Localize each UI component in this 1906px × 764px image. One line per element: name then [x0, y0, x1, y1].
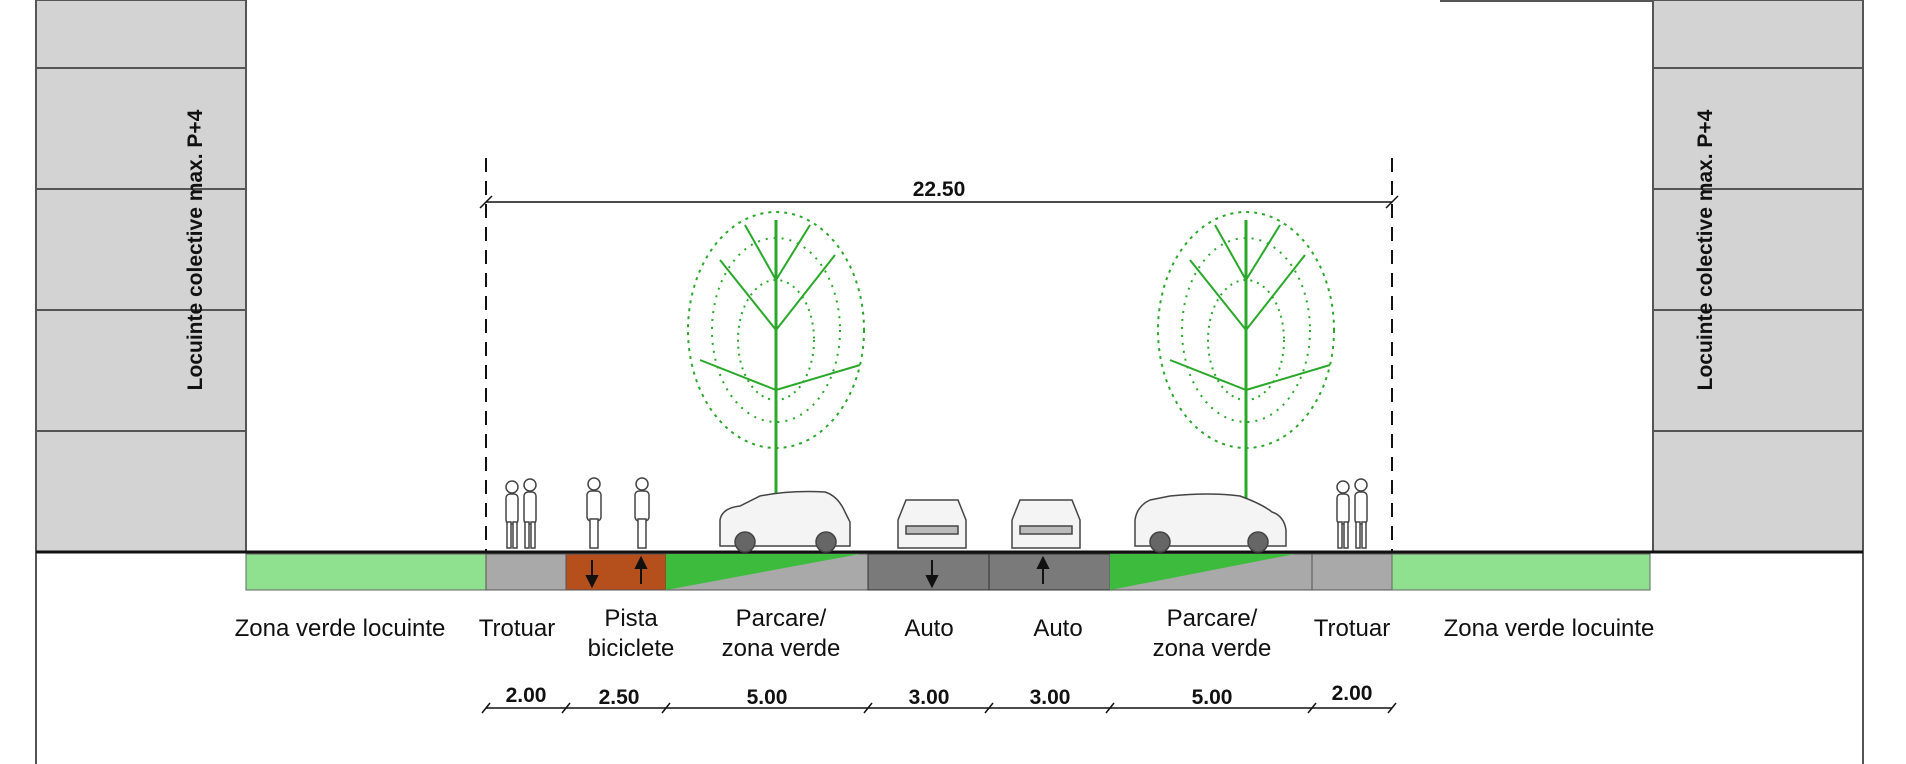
car-side-icon — [719, 490, 851, 553]
label-parking-right-1: Parcare/ — [1167, 605, 1258, 632]
pedestrians-icon — [505, 478, 537, 549]
dim-sidewalk-right: 2.00 — [1332, 682, 1373, 705]
label-parking-right-2: zona verde — [1153, 635, 1272, 662]
dim-bike-lane: 2.50 — [599, 686, 640, 709]
label-parking-left-1: Parcare/ — [736, 605, 827, 632]
car-arrow-up-icon — [1036, 555, 1050, 584]
label-car-lane-1: Auto — [904, 615, 953, 642]
label-bike-lane-1: Pista — [604, 605, 658, 632]
car-arrow-down-icon — [925, 560, 939, 589]
label-green-right: Zona verde locuinte — [1444, 615, 1655, 642]
car-side-icon — [1134, 493, 1287, 553]
dim-sidewalk-left: 2.00 — [506, 684, 547, 707]
direction-arrows — [585, 555, 1050, 589]
sidewalk-strip-right — [1311, 553, 1393, 591]
parking-green-right — [1110, 554, 1295, 590]
car-front-icon — [897, 499, 967, 549]
left-building: Locuinte colective max. P+4 — [35, 0, 247, 553]
pedestrians-icon — [1336, 478, 1368, 549]
sidewalk-strip-left — [485, 553, 567, 591]
dim-parking-left: 5.00 — [747, 686, 788, 709]
surface-strips — [245, 553, 1651, 591]
green-strip-left — [245, 553, 487, 591]
bike-arrow-down-icon — [585, 560, 599, 589]
label-parking-left-2: zona verde — [722, 635, 841, 662]
total-dimension: 22.50 — [479, 178, 1399, 209]
car-lane-strip-2 — [988, 553, 1111, 591]
cyclist-icon — [634, 477, 650, 549]
total-width-label: 22.50 — [913, 178, 966, 201]
green-strip-right — [1391, 553, 1651, 591]
label-green-left: Zona verde locuinte — [235, 615, 446, 642]
dim-car-lane-1: 3.00 — [909, 686, 950, 709]
bike-lane-strip — [565, 553, 667, 591]
label-sidewalk-left: Trotuar — [479, 615, 555, 642]
left-building-label: Locuinte colective max. P+4 — [184, 109, 207, 390]
label-car-lane-2: Auto — [1033, 615, 1082, 642]
dim-car-lane-2: 3.00 — [1030, 686, 1071, 709]
car-lane-strip-1 — [867, 553, 990, 591]
cyclist-icon — [586, 477, 602, 549]
dim-parking-right: 5.00 — [1192, 686, 1233, 709]
bike-arrow-up-icon — [634, 555, 648, 584]
label-bike-lane-2: biciclete — [588, 635, 675, 662]
right-building-label: Locuinte colective max. P+4 — [1694, 109, 1717, 390]
dimension-chain: 2.00 2.50 5.00 3.00 3.00 5.00 2.00 — [481, 682, 1397, 714]
parking-green-left — [666, 554, 860, 590]
zone-labels: Zona verde locuinte Trotuar Pista bicicl… — [235, 605, 1655, 662]
right-building: Locuinte colective max. P+4 — [1652, 0, 1864, 553]
tree-icon — [687, 211, 865, 500]
car-front-icon — [1011, 499, 1081, 549]
label-sidewalk-right: Trotuar — [1314, 615, 1390, 642]
tree-icon — [1157, 211, 1335, 500]
